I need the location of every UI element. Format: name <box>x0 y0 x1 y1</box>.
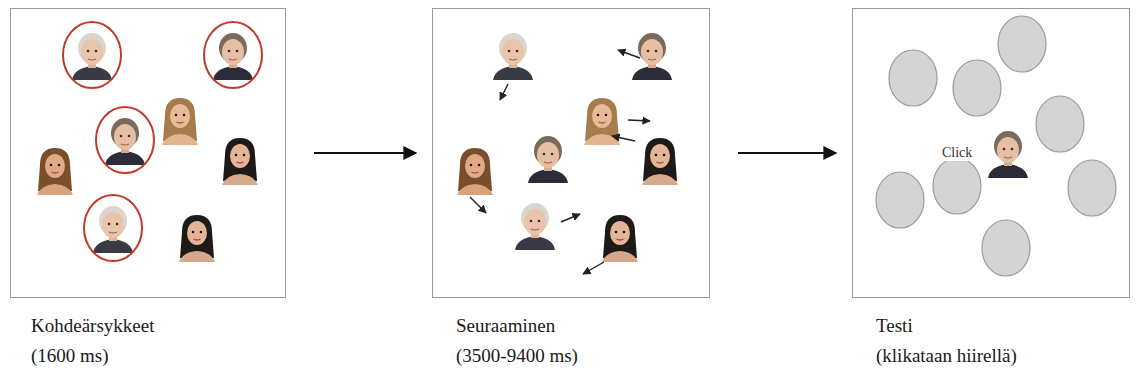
stage-duration: (3500-9400 ms) <box>456 344 578 368</box>
stage-duration: (1600 ms) <box>31 344 109 368</box>
probe-face <box>988 131 1028 178</box>
stage-title: Kohdeärsykkeet <box>31 314 154 338</box>
moving-faces <box>457 33 678 274</box>
stage-arrow <box>314 152 416 154</box>
stage-title: Testi <box>876 314 913 338</box>
stage-panel: Testi(klikataan hiirellä)Click <box>852 8 1130 298</box>
stage-arrow <box>738 152 836 154</box>
stage-title: Seuraaminen <box>456 314 555 338</box>
test-placeholders <box>876 16 1116 276</box>
stage-panel: Seuraaminen(3500-9400 ms) <box>432 8 710 298</box>
stage-panel: Kohdeärsykkeet(1600 ms) <box>10 8 286 298</box>
stage-instruction: (klikataan hiirellä) <box>876 344 1017 368</box>
target-faces <box>37 22 262 262</box>
click-label: Click <box>941 145 973 161</box>
